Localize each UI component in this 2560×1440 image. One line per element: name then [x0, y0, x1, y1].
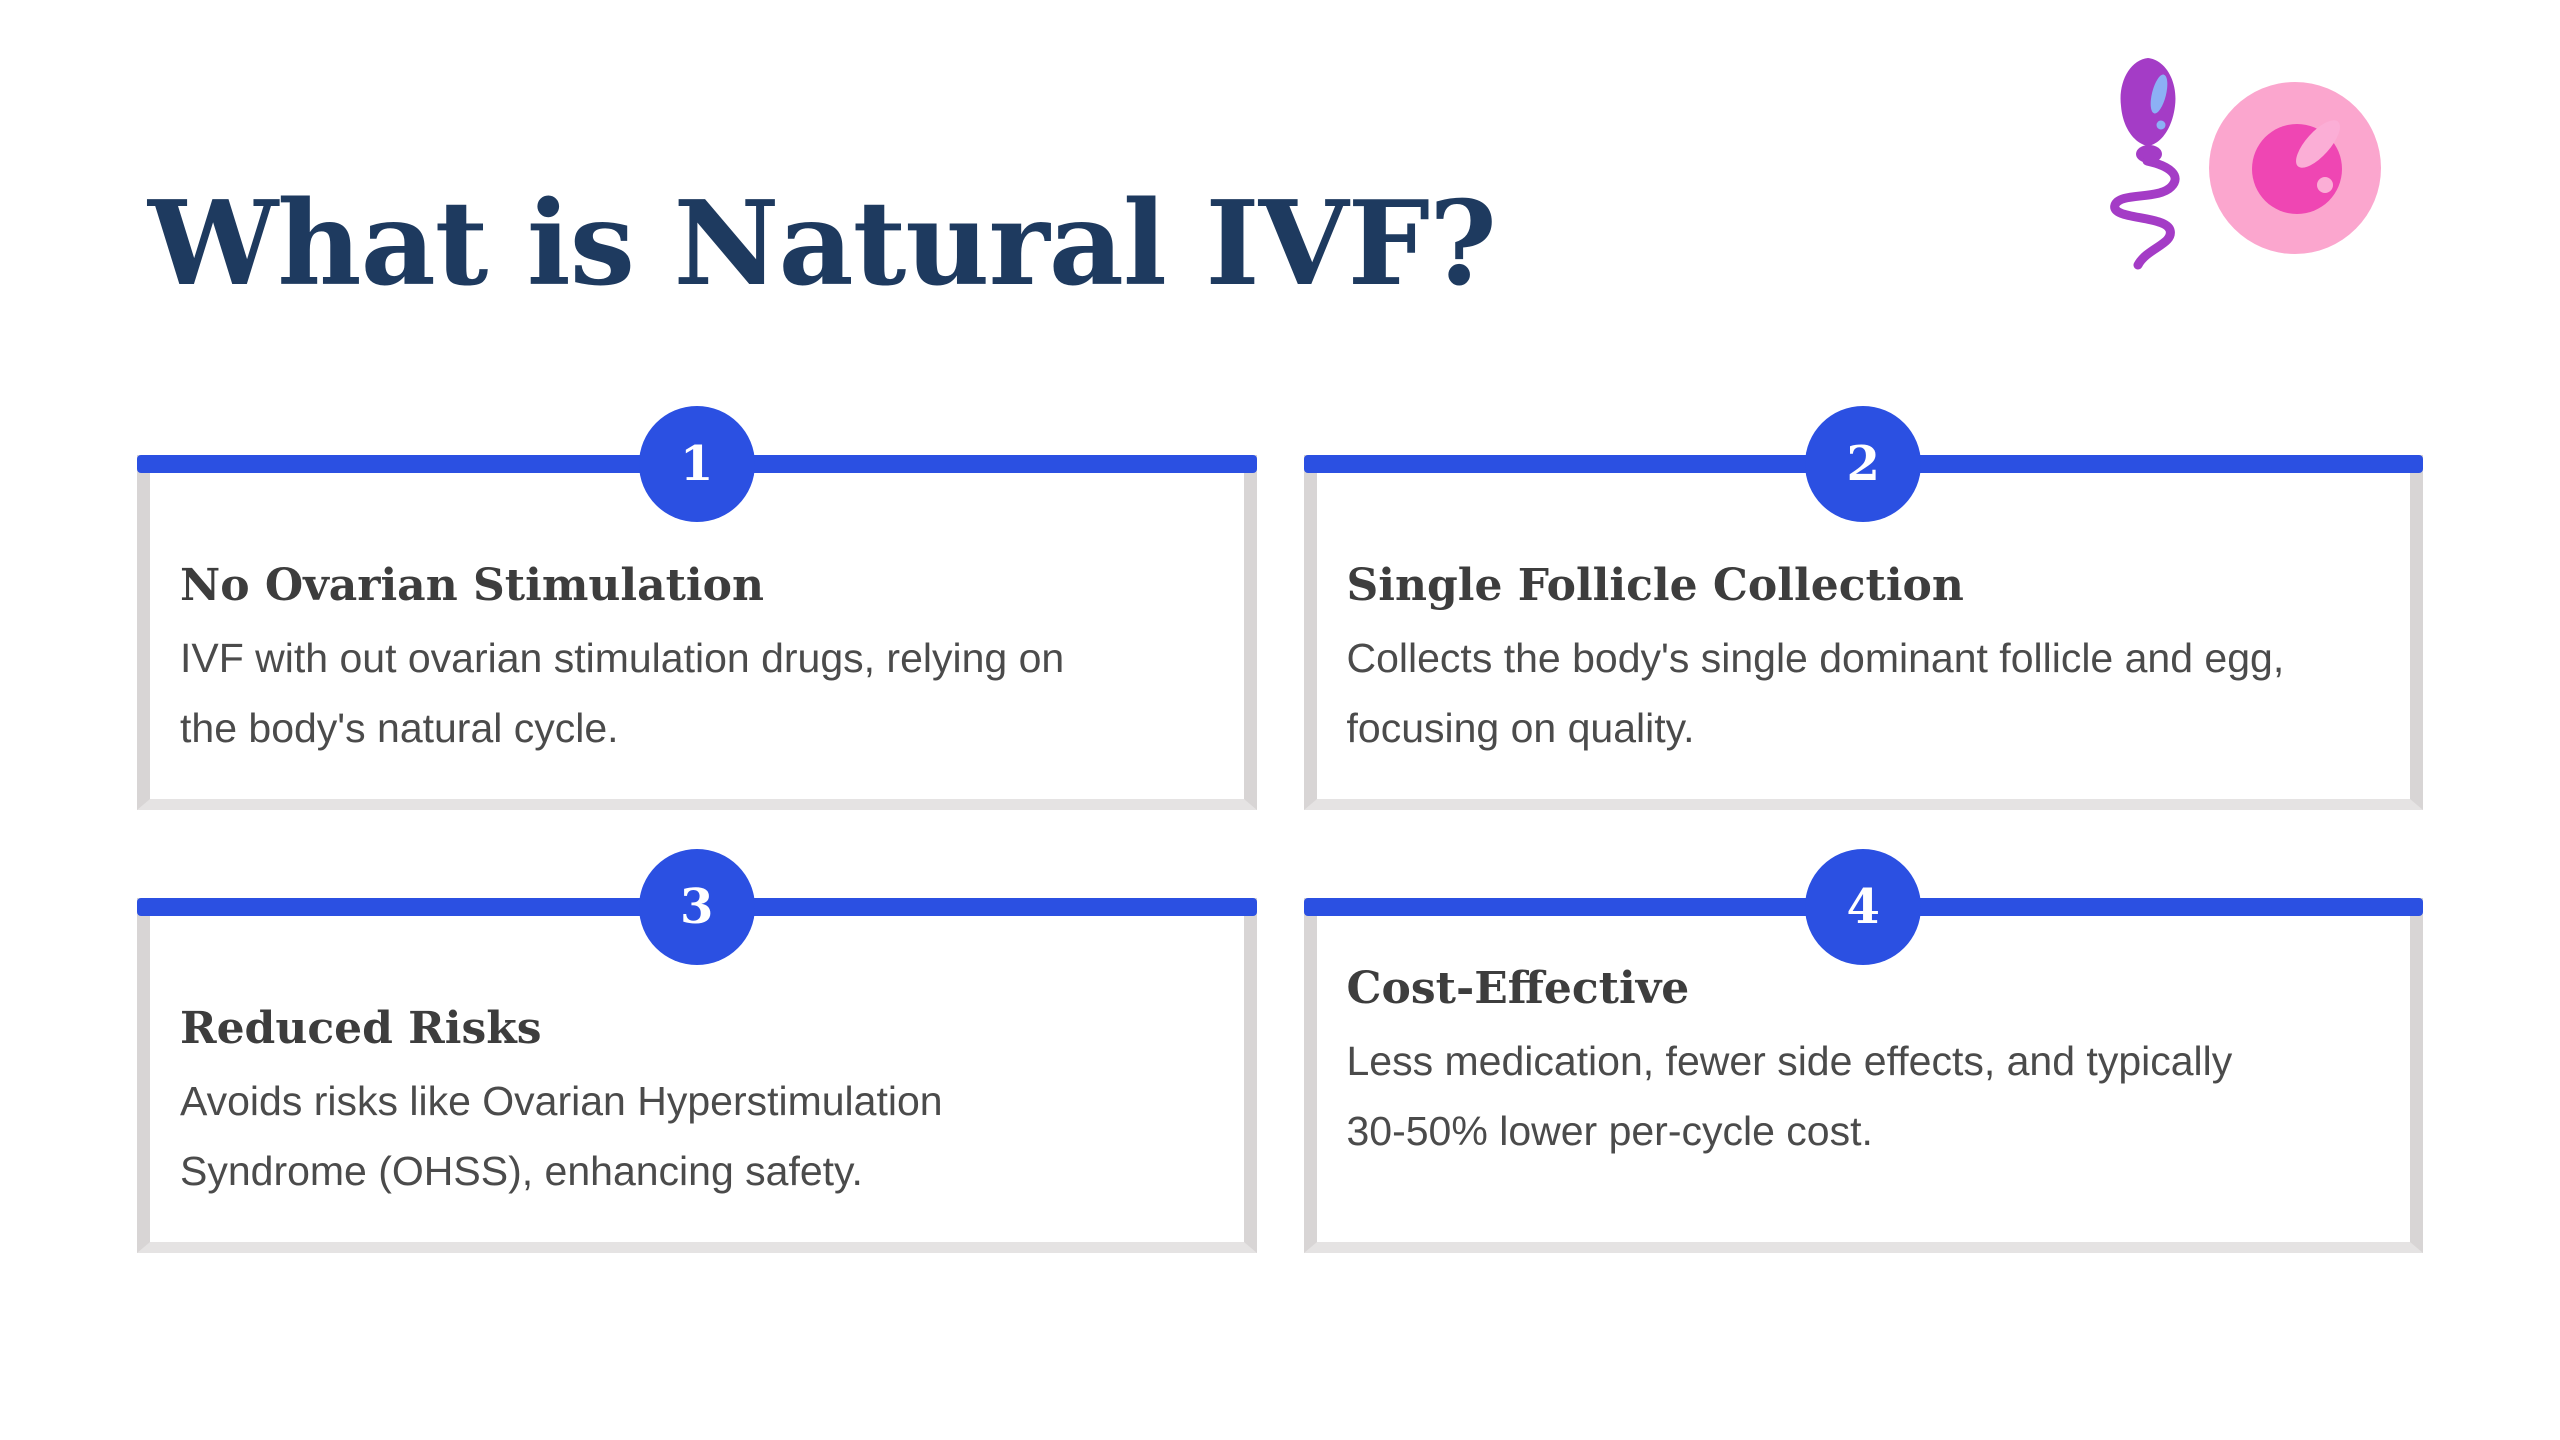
card-body: Avoids risks like Ovarian Hyperstimulati… — [180, 1066, 1214, 1206]
sperm-icon — [2110, 58, 2180, 270]
body-line-1: IVF with out ovarian stimulation drugs, … — [180, 634, 1065, 681]
card-top-bar: 3 — [137, 849, 1257, 965]
card-heading: Cost-Effective — [1346, 963, 1690, 1014]
step-number-badge: 2 — [1805, 406, 1922, 522]
card-top-bar: 1 — [137, 406, 1257, 522]
card-cost-effective: 4 Cost-Effective Less medication, fewer … — [1303, 849, 2423, 1253]
cards-grid: 1 No Ovarian Stimulation IVF with out ov… — [137, 406, 2423, 1253]
card-body: Collects the body's single dominant foll… — [1347, 623, 2381, 763]
step-number: 3 — [680, 879, 714, 935]
card-no-ovarian-stimulation: 1 No Ovarian Stimulation IVF with out ov… — [137, 406, 1257, 810]
sperm-and-egg-illustration — [2110, 58, 2381, 270]
page-title: What is Natural IVF? — [148, 176, 1497, 312]
body-line-1: Avoids risks like Ovarian Hyperstimulati… — [180, 1077, 943, 1124]
body-line-1: Less medication, fewer side effects, and… — [1346, 1037, 2233, 1084]
card-top-bar: 2 — [1303, 406, 2423, 522]
egg-icon — [2209, 82, 2381, 254]
card-body: Less medication, fewer side effects, and… — [1347, 1026, 2381, 1166]
card-single-follicle-collection: 2 Single Follicle Collection Collects th… — [1303, 406, 2423, 810]
body-line-1: Collects the body's single dominant foll… — [1346, 634, 2285, 681]
body-line-2: 30-50% lower per-cycle cost. — [1346, 1107, 1873, 1154]
step-number: 2 — [1846, 436, 1880, 492]
card-reduced-risks: 3 Reduced Risks Avoids risks like Ovaria… — [137, 849, 1257, 1253]
card-heading: No Ovarian Stimulation — [180, 560, 764, 611]
card-body: IVF with out ovarian stimulation drugs, … — [180, 623, 1214, 763]
step-number-badge: 3 — [638, 849, 755, 965]
step-number-badge: 1 — [638, 406, 755, 522]
card-heading: Single Follicle Collection — [1346, 560, 1964, 611]
body-line-2: Syndrome (OHSS), enhancing safety. — [180, 1147, 863, 1194]
card-top-bar: 4 — [1303, 849, 2423, 965]
body-line-2: focusing on quality. — [1346, 704, 1695, 751]
step-number: 4 — [1846, 879, 1880, 935]
card-heading: Reduced Risks — [180, 1003, 542, 1054]
step-number-badge: 4 — [1805, 849, 1922, 965]
step-number: 1 — [680, 436, 714, 492]
body-line-2: the body's natural cycle. — [180, 704, 619, 751]
